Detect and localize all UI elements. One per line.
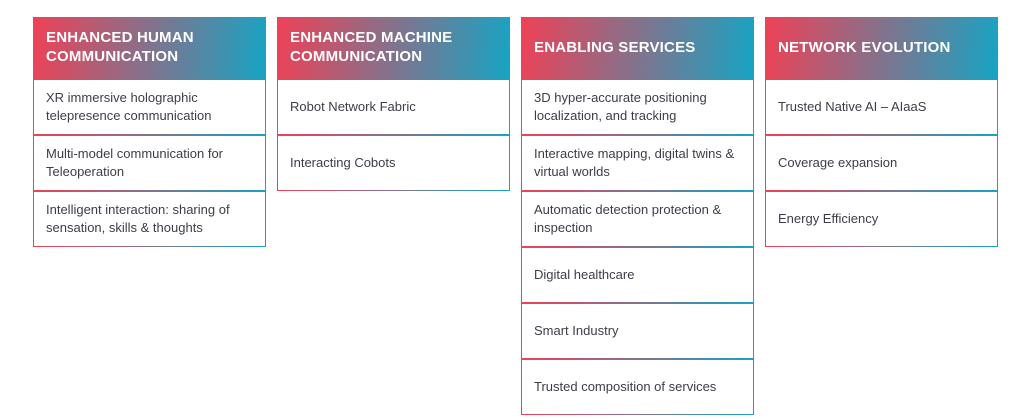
column-header: ENHANCED MACHINE COMMUNICATION xyxy=(277,17,510,79)
list-item: Robot Network Fabric xyxy=(277,79,510,135)
list-item: Coverage expansion xyxy=(765,135,998,191)
column-header: ENHANCED HUMAN COMMUNICATION xyxy=(33,17,266,79)
column-header: ENABLING SERVICES xyxy=(521,17,754,79)
list-item: Multi-model communication for Teleoperat… xyxy=(33,135,266,191)
list-item: XR immersive holographic telepresence co… xyxy=(33,79,266,135)
list-item: Trusted Native AI – AIaaS xyxy=(765,79,998,135)
list-item: Trusted composition of services xyxy=(521,359,754,415)
list-item: Smart Industry xyxy=(521,303,754,359)
list-item: Automatic detection protection & inspect… xyxy=(521,191,754,247)
list-item: Digital healthcare xyxy=(521,247,754,303)
list-item: Intelligent interaction: sharing of sens… xyxy=(33,191,266,247)
list-item: Interacting Cobots xyxy=(277,135,510,191)
list-item: Interactive mapping, digital twins & vir… xyxy=(521,135,754,191)
list-item: Energy Efficiency xyxy=(765,191,998,247)
list-item: 3D hyper-accurate positioning localizati… xyxy=(521,79,754,135)
column-header: NETWORK EVOLUTION xyxy=(765,17,998,79)
